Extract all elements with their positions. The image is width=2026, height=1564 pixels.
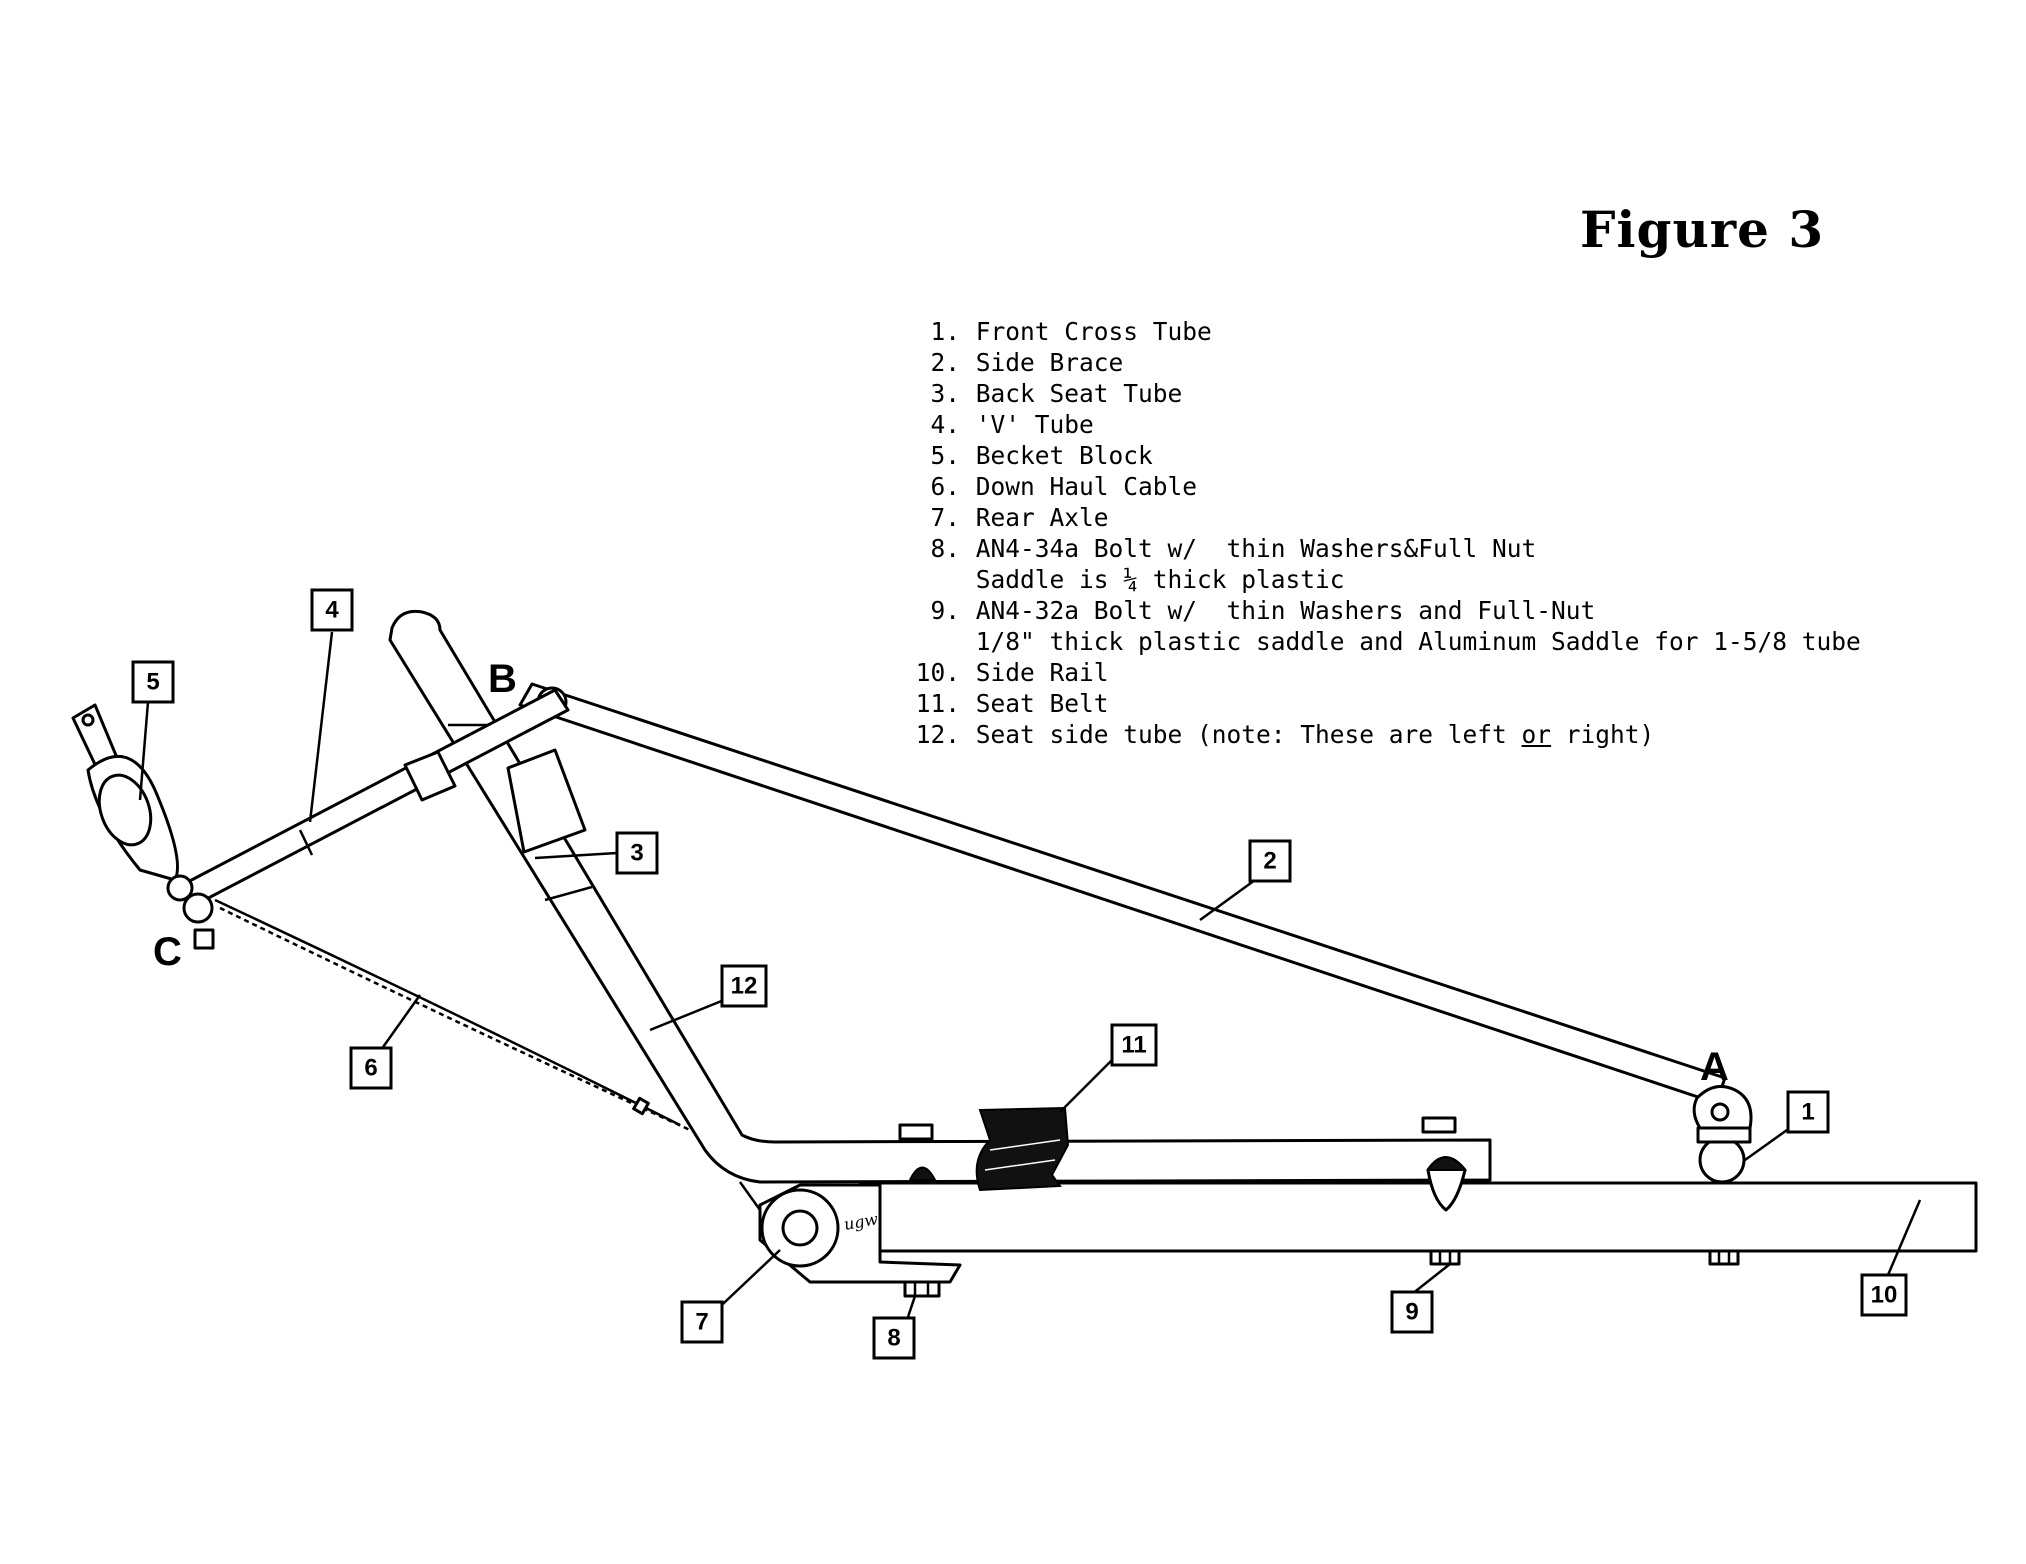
callout-9: 9 (1390, 1290, 1434, 1334)
callout-8: 8 (872, 1316, 916, 1360)
svg-text:4: 4 (325, 597, 339, 624)
legend-item: 4. 'V' Tube (930, 410, 1094, 439)
callout-7: 7 (680, 1300, 724, 1344)
callout-6: 6 (349, 1046, 393, 1090)
seat-side-tube (388, 609, 1492, 1212)
legend-item: 7. Rear Axle (930, 503, 1109, 532)
down-haul-cable (214, 898, 691, 1132)
callout-4: 4 (310, 588, 354, 632)
bolt-9 (1429, 1249, 1740, 1266)
side-rail (858, 1181, 1978, 1253)
svg-text:7: 7 (695, 1309, 708, 1336)
legend-item: 2. Side Brace (930, 348, 1124, 377)
rear-axle: ugw (758, 1183, 962, 1284)
back-seat-tube (448, 723, 593, 902)
legend-item: 11. Seat Belt (915, 689, 1109, 718)
legend-item-continued: 1/8" thick plastic saddle and Aluminum S… (975, 627, 1861, 656)
svg-text:6: 6 (364, 1055, 377, 1082)
callout-3: 3 (615, 831, 659, 875)
callout-5: 5 (131, 660, 175, 704)
svg-text:2: 2 (1263, 848, 1276, 875)
callout-1: 1 (1786, 1090, 1830, 1134)
point-label-a: A (1700, 1045, 1729, 1089)
legend-item: 3. Back Seat Tube (930, 379, 1183, 408)
svg-text:3: 3 (630, 840, 643, 867)
legend-item: 6. Down Haul Cable (930, 472, 1198, 501)
legend-item: 9. AN4-32a Bolt w/ thin Washers and Full… (930, 596, 1596, 625)
callout-10: 10 (1860, 1273, 1908, 1317)
legend-item: 8. AN4-34a Bolt w/ thin Washers&Full Nut (930, 534, 1537, 563)
svg-text:12: 12 (731, 973, 758, 1000)
point-label-b: B (488, 657, 517, 701)
callout-11: 11 (1110, 1023, 1158, 1067)
svg-text:1: 1 (1801, 1099, 1814, 1126)
svg-text:11: 11 (1121, 1032, 1146, 1059)
figure-title: Figure 3 (1580, 200, 1825, 259)
bolt-8 (903, 1280, 941, 1298)
seat-belt (975, 1106, 1070, 1192)
callout-2: 2 (1248, 839, 1292, 883)
point-label-c: C (153, 930, 182, 974)
callout-12: 12 (720, 964, 768, 1008)
svg-text:5: 5 (146, 669, 159, 696)
svg-text:8: 8 (887, 1325, 900, 1352)
legend-item: 10. Side Rail (915, 658, 1109, 687)
legend-item: 12. Seat side tube (note: These are left… (915, 720, 1655, 749)
legend-item: 5. Becket Block (930, 441, 1153, 470)
parts-legend: 1. Front Cross Tube 2. Side Brace 3. Bac… (900, 316, 1861, 750)
legend-item-continued: Saddle is ¼ thick plastic (975, 565, 1345, 594)
legend-item: 1. Front Cross Tube (930, 317, 1212, 346)
svg-text:10: 10 (1871, 1282, 1898, 1309)
v-tube (180, 688, 570, 950)
side-brace (518, 682, 1753, 1184)
svg-text:9: 9 (1405, 1299, 1418, 1326)
becket-block (71, 703, 194, 902)
